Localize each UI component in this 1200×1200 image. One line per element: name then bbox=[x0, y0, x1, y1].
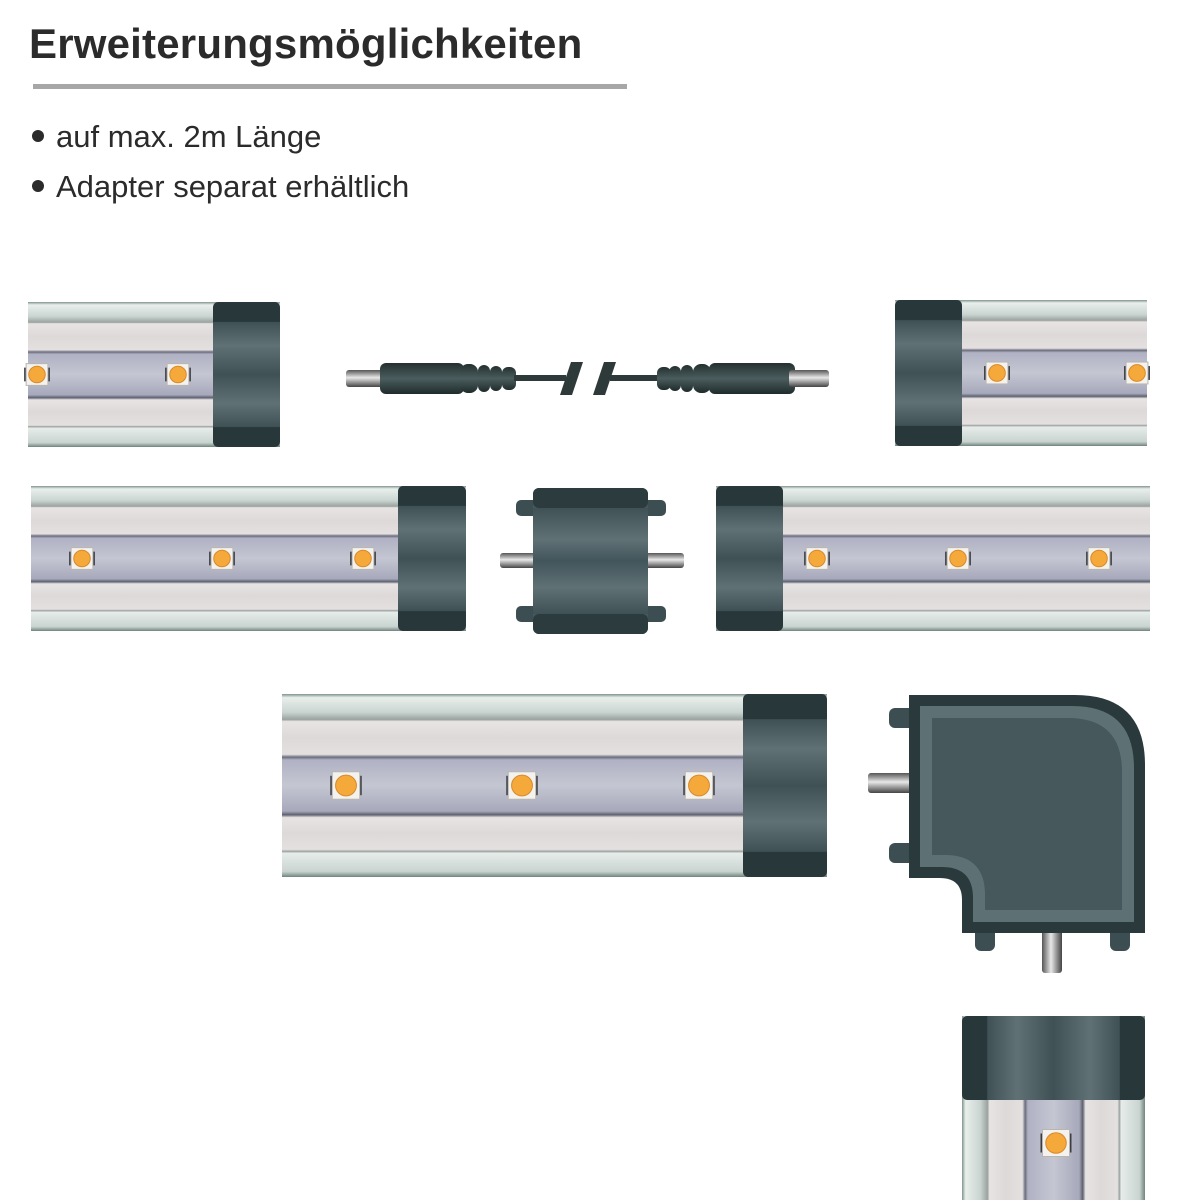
connector-pin bbox=[868, 773, 912, 793]
led-chip bbox=[209, 547, 235, 570]
bullet-icon bbox=[32, 180, 44, 193]
corner-connector bbox=[868, 695, 1145, 973]
led-light-bar bbox=[895, 300, 1150, 446]
led-chip bbox=[330, 771, 362, 800]
end-cap bbox=[213, 302, 280, 447]
led-chip bbox=[984, 361, 1010, 385]
led-chip bbox=[350, 547, 376, 570]
led-light-bar-vertical bbox=[962, 1016, 1145, 1200]
title-underline bbox=[33, 84, 627, 89]
extension-cable bbox=[346, 362, 829, 395]
led-chip bbox=[804, 547, 830, 570]
plug-body bbox=[380, 363, 464, 394]
bullet-icon bbox=[32, 130, 44, 143]
led-chip bbox=[24, 363, 50, 386]
feature-text: auf max. 2m Länge bbox=[56, 119, 322, 154]
led-light-bar bbox=[716, 486, 1150, 631]
end-cap bbox=[743, 694, 827, 877]
led-light-bar bbox=[282, 694, 827, 877]
led-chip bbox=[683, 771, 715, 800]
end-cap bbox=[962, 1016, 1145, 1100]
led-chip bbox=[165, 363, 191, 386]
led-chip bbox=[1124, 361, 1150, 385]
cable-break-icon bbox=[560, 362, 583, 395]
end-cap bbox=[895, 300, 962, 446]
straight-connector bbox=[500, 488, 684, 634]
plug-pin bbox=[346, 370, 386, 387]
led-light-bar bbox=[24, 302, 280, 447]
led-light-bar bbox=[31, 486, 466, 631]
led-chip bbox=[506, 771, 538, 800]
end-cap bbox=[716, 486, 783, 631]
cable-wire bbox=[514, 375, 566, 381]
led-chip bbox=[1086, 547, 1112, 570]
page-title: Erweiterungsmöglichkeiten bbox=[29, 20, 583, 67]
feature-text: Adapter separat erhältlich bbox=[56, 169, 410, 204]
feature-list: auf max. 2m Länge Adapter separat erhält… bbox=[30, 116, 409, 216]
end-cap bbox=[398, 486, 466, 631]
feature-item: auf max. 2m Länge bbox=[30, 116, 409, 166]
led-chip bbox=[69, 547, 95, 570]
feature-item: Adapter separat erhältlich bbox=[30, 166, 409, 216]
led-chip bbox=[1040, 1129, 1072, 1157]
led-chip bbox=[945, 547, 971, 570]
